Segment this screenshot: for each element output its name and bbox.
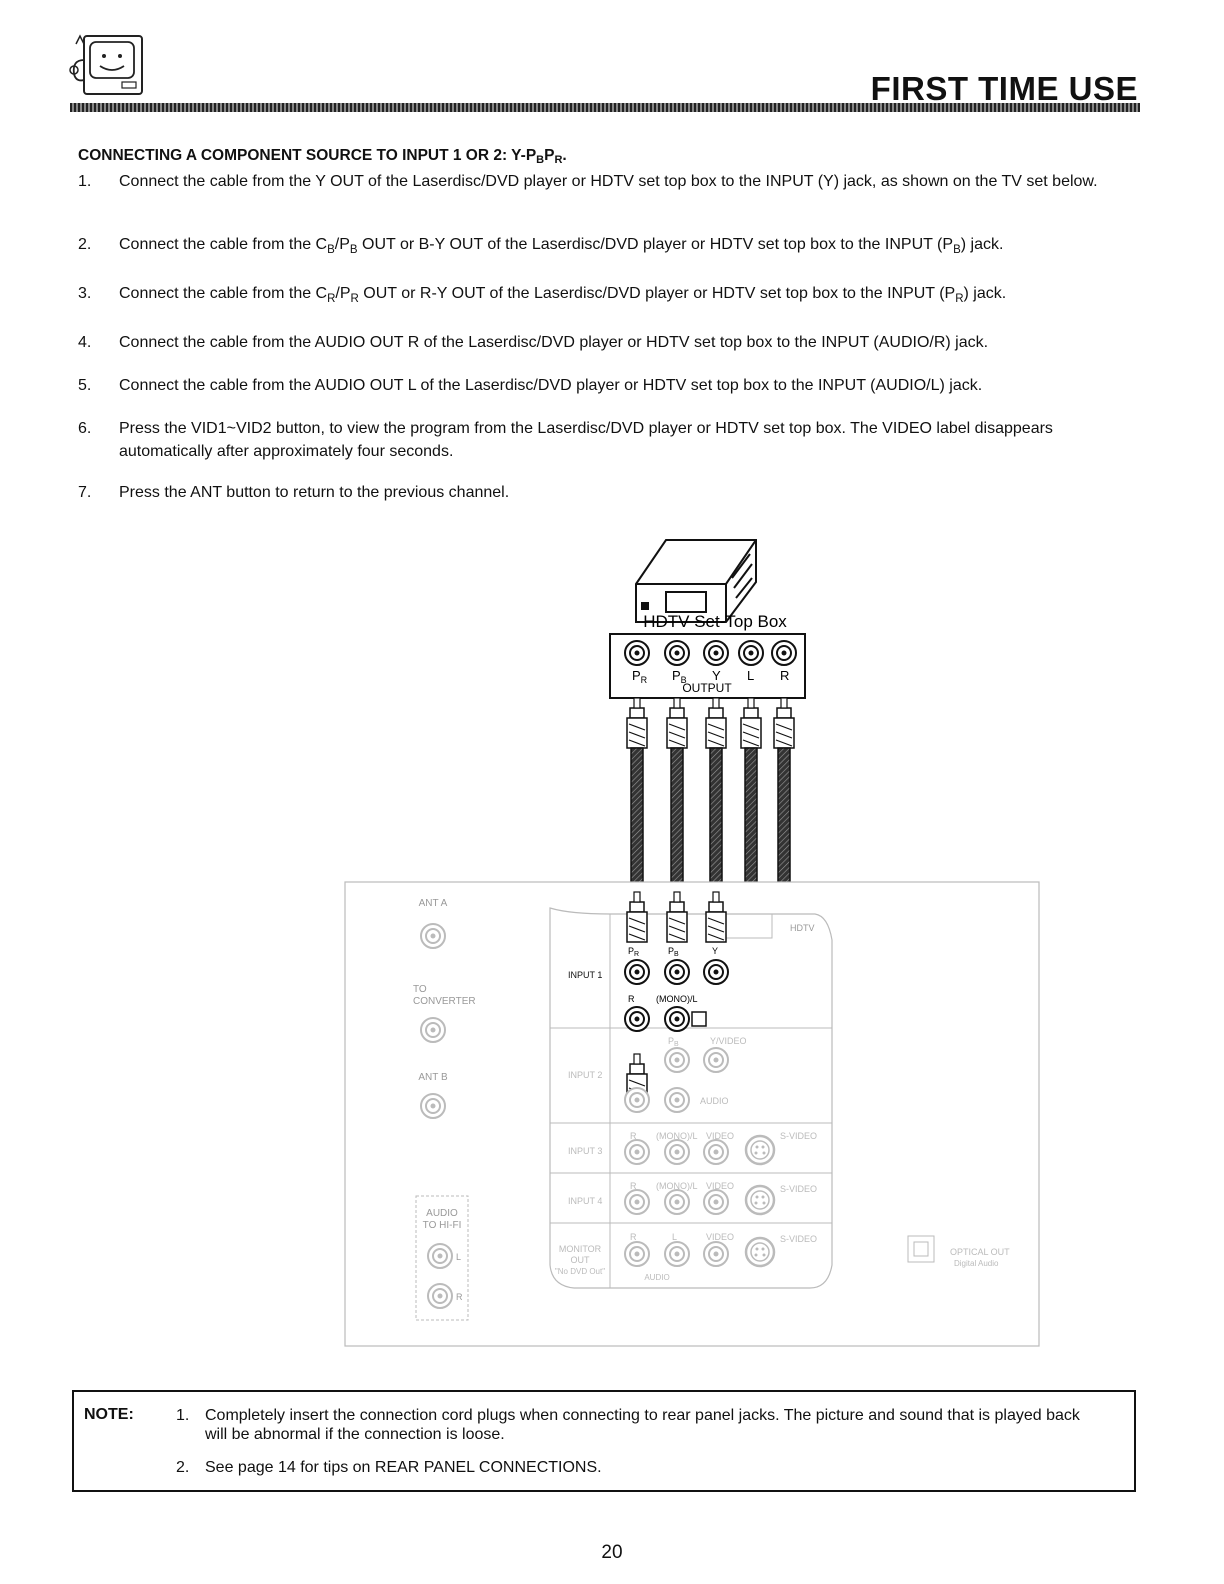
to-converter-jack	[420, 1017, 446, 1043]
section-heading: CONNECTING A COMPONENT SOURCE TO INPUT 1…	[78, 147, 567, 166]
svg-text:"No DVD Out": "No DVD Out"	[555, 1267, 605, 1276]
connection-diagram: HDTV Set-Top Box PR PB Y L R OUTPUT	[344, 539, 1040, 1347]
svg-text:ANT A: ANT A	[419, 898, 448, 909]
svg-text:OUT: OUT	[571, 1255, 591, 1265]
svg-text:VIDEO: VIDEO	[706, 1131, 734, 1141]
hifi-r-jack	[427, 1283, 453, 1309]
svg-text:L: L	[456, 1252, 461, 1262]
svg-text:CONVERTER: CONVERTER	[413, 996, 476, 1007]
ant-b-jack	[420, 1093, 446, 1119]
page-title: FIRST TIME USE	[870, 70, 1138, 107]
svg-text:ANT B: ANT B	[418, 1072, 448, 1083]
input1-pb-jack	[664, 959, 690, 985]
svg-text:PR: PR	[628, 946, 639, 958]
svg-text:INPUT 4: INPUT 4	[568, 1196, 602, 1206]
svg-text:HDTV: HDTV	[790, 923, 815, 933]
svg-text:AUDIO: AUDIO	[700, 1096, 729, 1106]
input1-y-jack	[703, 959, 729, 985]
device-label: HDTV Set-Top Box	[643, 612, 787, 631]
jack-label: R	[780, 668, 789, 683]
jack-label: Y	[712, 668, 721, 683]
svg-text:VIDEO: VIDEO	[706, 1181, 734, 1191]
svg-text:R: R	[628, 994, 635, 1004]
svg-text:(MONO)/L: (MONO)/L	[656, 1131, 698, 1141]
svg-text:TO: TO	[413, 984, 427, 995]
svg-text:S-VIDEO: S-VIDEO	[780, 1234, 817, 1244]
svg-text:(MONO)/L: (MONO)/L	[656, 994, 698, 1004]
jack-label: PB	[672, 668, 687, 685]
page-number: 20	[601, 1542, 623, 1563]
svg-text:R: R	[456, 1292, 463, 1302]
optical-out-port	[907, 1235, 935, 1263]
input1-audio-l-jack	[664, 1006, 690, 1032]
svg-text:(MONO)/L: (MONO)/L	[656, 1181, 698, 1191]
set-top-box-icon	[635, 539, 757, 623]
svg-text:Y: Y	[712, 946, 718, 956]
svg-text:Digital Audio: Digital Audio	[954, 1259, 999, 1268]
note-box: NOTE: 1. Completely insert the connectio…	[72, 1390, 1136, 1492]
tv-mascot-icon	[69, 34, 143, 95]
output-label: OUTPUT	[682, 681, 732, 695]
svg-text:S-VIDEO: S-VIDEO	[780, 1131, 817, 1141]
note-label: NOTE:	[84, 1406, 134, 1423]
jack-label: PR	[632, 668, 648, 685]
input1-pr-jack	[624, 959, 650, 985]
ant-a-jack	[420, 923, 446, 949]
cable-plugs-top	[626, 697, 795, 749]
svg-text:OPTICAL OUT: OPTICAL OUT	[950, 1247, 1010, 1257]
jack-label: L	[747, 668, 754, 683]
header-rule	[70, 103, 1140, 112]
svg-text:AUDIO: AUDIO	[426, 1208, 458, 1219]
svg-text:INPUT 1: INPUT 1	[568, 970, 602, 980]
svg-text:PB: PB	[668, 1036, 679, 1048]
hifi-l-jack	[427, 1243, 453, 1269]
svg-text:Y/VIDEO: Y/VIDEO	[710, 1036, 747, 1046]
svg-text:L: L	[672, 1232, 677, 1242]
svg-text:R: R	[630, 1181, 637, 1191]
svg-text:INPUT 2: INPUT 2	[568, 1070, 602, 1080]
svg-text:TO HI-FI: TO HI-FI	[423, 1220, 462, 1231]
svg-text:AUDIO: AUDIO	[644, 1273, 669, 1282]
svg-text:S-VIDEO: S-VIDEO	[780, 1184, 817, 1194]
svg-text:MONITOR: MONITOR	[559, 1244, 602, 1254]
input1-audio-r-jack	[624, 1006, 650, 1032]
svg-text:R: R	[630, 1232, 637, 1242]
svg-text:R: R	[630, 1131, 637, 1141]
svg-text:INPUT 3: INPUT 3	[568, 1146, 602, 1156]
svg-text:PB: PB	[668, 946, 679, 958]
tv-rear-panel	[344, 881, 1040, 1347]
svg-text:VIDEO: VIDEO	[706, 1232, 734, 1242]
